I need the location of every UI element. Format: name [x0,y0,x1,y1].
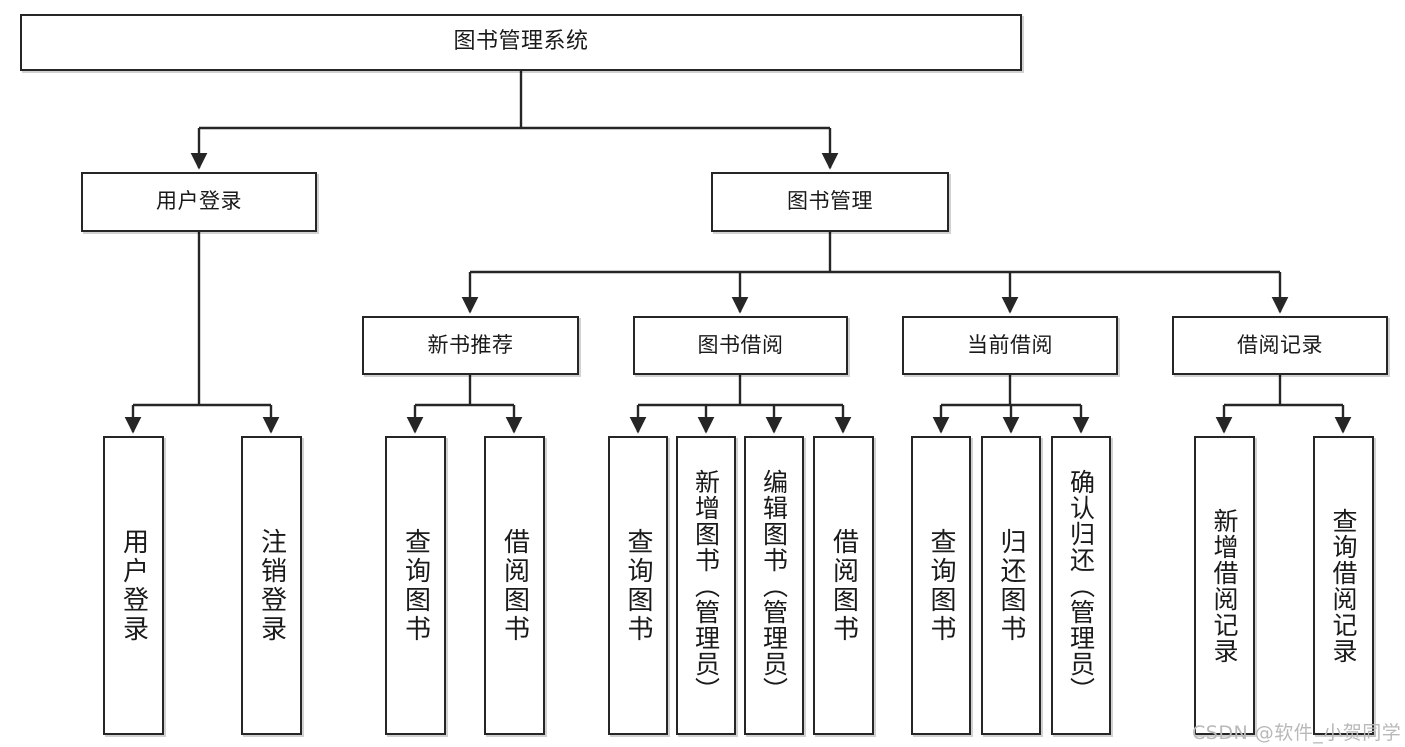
node-leaf-query-borrow-record-label: 查询借阅记录 [1329,507,1358,664]
node-root-label: 图书管理系统 [453,29,589,55]
node-book-borrow-label: 图书借阅 [697,332,784,357]
node-leaf-logout-login-label: 注销登录 [256,527,287,644]
node-borrow-record-label: 借阅记录 [1237,332,1323,357]
node-leaf-query-book-3-label: 查询图书 [926,527,956,644]
node-leaf-borrow-book-2[interactable]: 借阅图书 [813,436,874,735]
node-leaf-borrow-book-2-label: 借阅图书 [828,527,859,644]
node-book-management-label: 图书管理 [787,189,873,214]
node-user-login[interactable]: 用户登录 [81,172,317,232]
node-current-borrow-label: 当前借阅 [967,332,1053,357]
node-book-management[interactable]: 图书管理 [711,172,949,232]
node-leaf-edit-book[interactable]: 编辑图书（管理员） [744,436,804,735]
node-new-book-recommend-label: 新书推荐 [427,332,514,357]
node-leaf-add-borrow-record-label: 新增借阅记录 [1210,507,1239,664]
node-leaf-return-book[interactable]: 归还图书 [981,436,1041,735]
node-leaf-add-book-label: 新增图书（管理员） [691,468,721,703]
node-current-borrow[interactable]: 当前借阅 [902,316,1118,375]
node-leaf-borrow-book-1-label: 借阅图书 [499,527,530,644]
node-leaf-user-login-label: 用户登录 [118,527,149,644]
node-leaf-confirm-return-label: 确认归还（管理员） [1066,468,1096,703]
node-leaf-return-book-label: 归还图书 [996,527,1026,644]
node-leaf-query-book-3[interactable]: 查询图书 [911,436,971,735]
node-leaf-borrow-book-1[interactable]: 借阅图书 [484,436,545,735]
node-leaf-query-borrow-record[interactable]: 查询借阅记录 [1313,436,1374,735]
watermark: CSDN @软件_小贺同学 [1192,718,1401,745]
node-root[interactable]: 图书管理系统 [20,14,1022,71]
node-leaf-add-book[interactable]: 新增图书（管理员） [676,436,736,735]
node-leaf-user-login[interactable]: 用户登录 [103,436,164,735]
node-borrow-record[interactable]: 借阅记录 [1172,316,1388,375]
node-leaf-add-borrow-record[interactable]: 新增借阅记录 [1194,436,1255,735]
node-leaf-confirm-return[interactable]: 确认归还（管理员） [1051,436,1111,735]
node-new-book-recommend[interactable]: 新书推荐 [362,316,579,375]
node-user-login-label: 用户登录 [156,189,242,214]
node-leaf-query-book-1-label: 查询图书 [400,527,431,644]
node-book-borrow[interactable]: 图书借阅 [633,316,848,375]
node-leaf-query-book-1[interactable]: 查询图书 [385,436,446,735]
node-leaf-query-book-2-label: 查询图书 [623,527,653,644]
watermark-text: CSDN @软件_小贺同学 [1192,722,1402,744]
node-leaf-query-book-2[interactable]: 查询图书 [608,436,668,735]
node-leaf-edit-book-label: 编辑图书（管理员） [759,468,789,703]
node-leaf-logout-login[interactable]: 注销登录 [241,436,302,735]
